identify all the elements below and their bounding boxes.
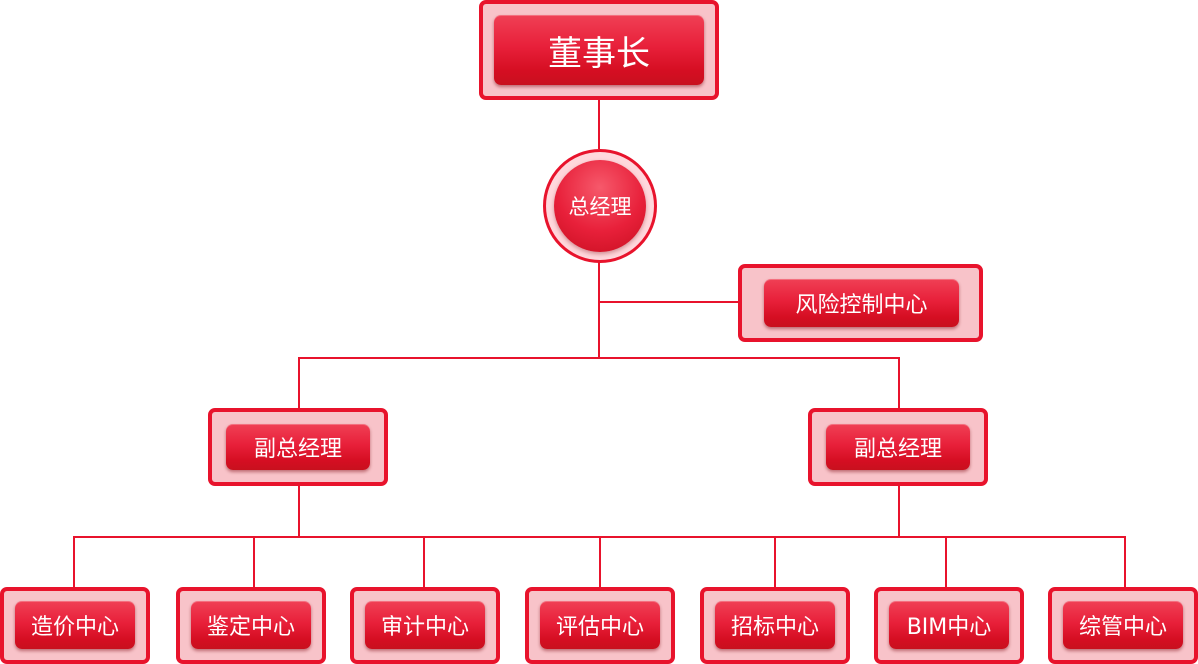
center-label-bim: BIM中心: [889, 601, 1009, 649]
connector-deputy-right: [898, 357, 900, 409]
connector-center-right-horizontal: [600, 536, 1126, 538]
connector-center-2: [253, 536, 255, 588]
center-label-tendering: 招标中心: [715, 601, 835, 649]
connector-deputy-left-down: [298, 484, 300, 537]
risk-control-label: 风险控制中心: [764, 279, 959, 327]
center-label-appraisal: 鉴定中心: [191, 601, 311, 649]
general-manager-label: 总经理: [554, 160, 646, 252]
connector-deputy-horizontal: [298, 357, 900, 359]
connector-gm-trunk: [598, 262, 600, 358]
connector-center-3: [423, 536, 425, 588]
connector-center-4: [599, 536, 601, 588]
deputy-right-label: 副总经理: [826, 424, 970, 470]
connector-risk-branch: [598, 301, 740, 303]
chairman-label: 董事长: [494, 15, 704, 85]
center-label-evaluation: 评估中心: [540, 601, 660, 649]
center-label-audit: 审计中心: [365, 601, 485, 649]
deputy-left-label: 副总经理: [226, 424, 370, 470]
center-label-cost: 造价中心: [15, 601, 135, 649]
connector-center-left-horizontal: [73, 536, 602, 538]
center-label-general-admin: 综管中心: [1063, 601, 1183, 649]
connector-center-7: [1124, 536, 1126, 588]
connector-deputy-right-down: [898, 484, 900, 537]
connector-center-6: [945, 536, 947, 588]
connector-chairman-gm: [598, 99, 600, 149]
connector-center-5: [774, 536, 776, 588]
connector-deputy-left: [298, 357, 300, 409]
connector-center-1: [73, 536, 75, 588]
